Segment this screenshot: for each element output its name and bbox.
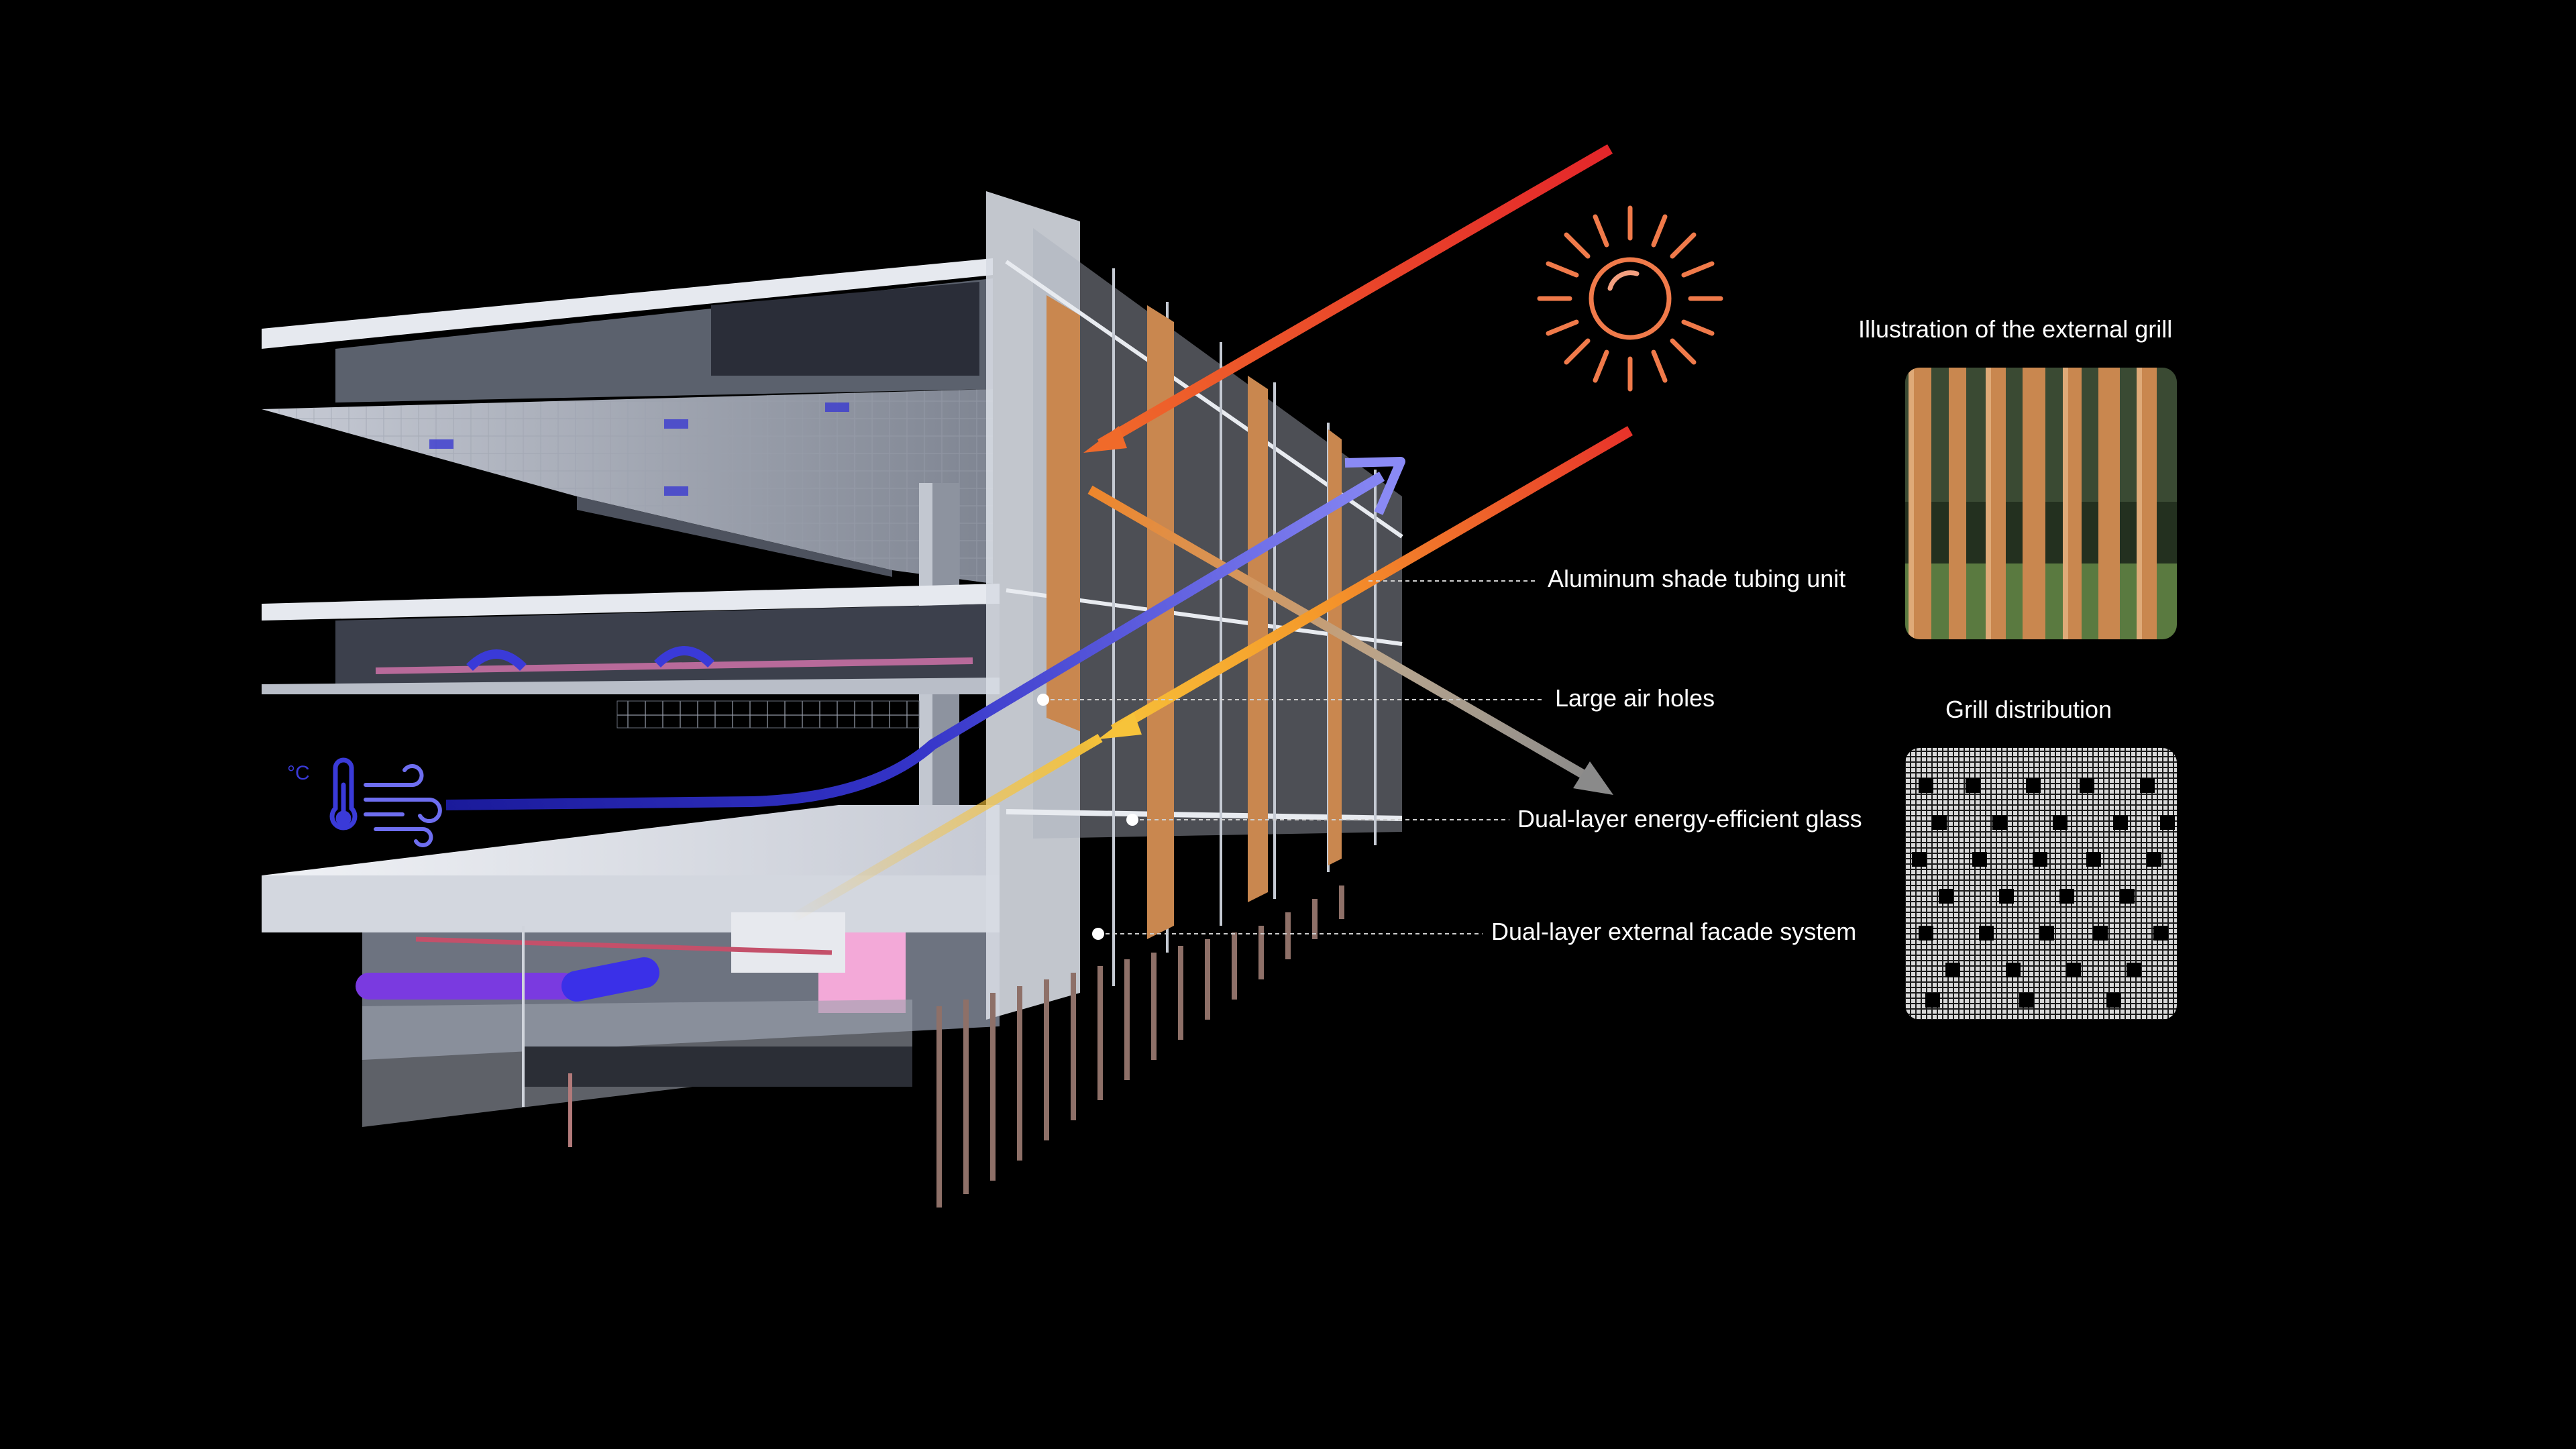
lower-facade-fins [936,885,1344,1208]
sun-icon [1537,205,1723,392]
label-dual-layer-glass: Dual-layer energy-efficient glass [1517,805,1862,833]
middle-floor-slab [262,584,1000,621]
label-dual-layer-facade: Dual-layer external facade system [1491,918,1857,945]
grill-distribution-title: Grill distribution [1945,696,2112,723]
thermometer-icon: °C [287,757,358,830]
middle-ceiling-grille [616,700,920,729]
upper-floor-slab [262,258,993,349]
aluminum-shade-fins [1046,295,1342,939]
middle-ceiling-plenum [335,604,1000,691]
wind-icon [364,764,442,847]
callout-leaders [1043,580,1543,934]
svg-text:°C: °C [287,762,310,784]
grill-photo-panel [1905,368,2177,639]
grill-distribution-panel [1905,748,2177,1020]
grill-photo-title: Illustration of the external grill [1858,315,2173,343]
airflow-arrow [445,457,1405,810]
middle-ductwork [375,657,973,674]
upper-ceiling-plenum [711,282,979,376]
label-aluminum-shade-tubing-unit: Aluminum shade tubing unit [1548,565,1846,592]
building-section [262,191,1403,1208]
callout-dots [1037,694,1138,940]
solar-ray-upper [1083,144,1613,453]
label-large-air-holes: Large air holes [1555,684,1715,712]
solar-reflection [1087,485,1613,795]
